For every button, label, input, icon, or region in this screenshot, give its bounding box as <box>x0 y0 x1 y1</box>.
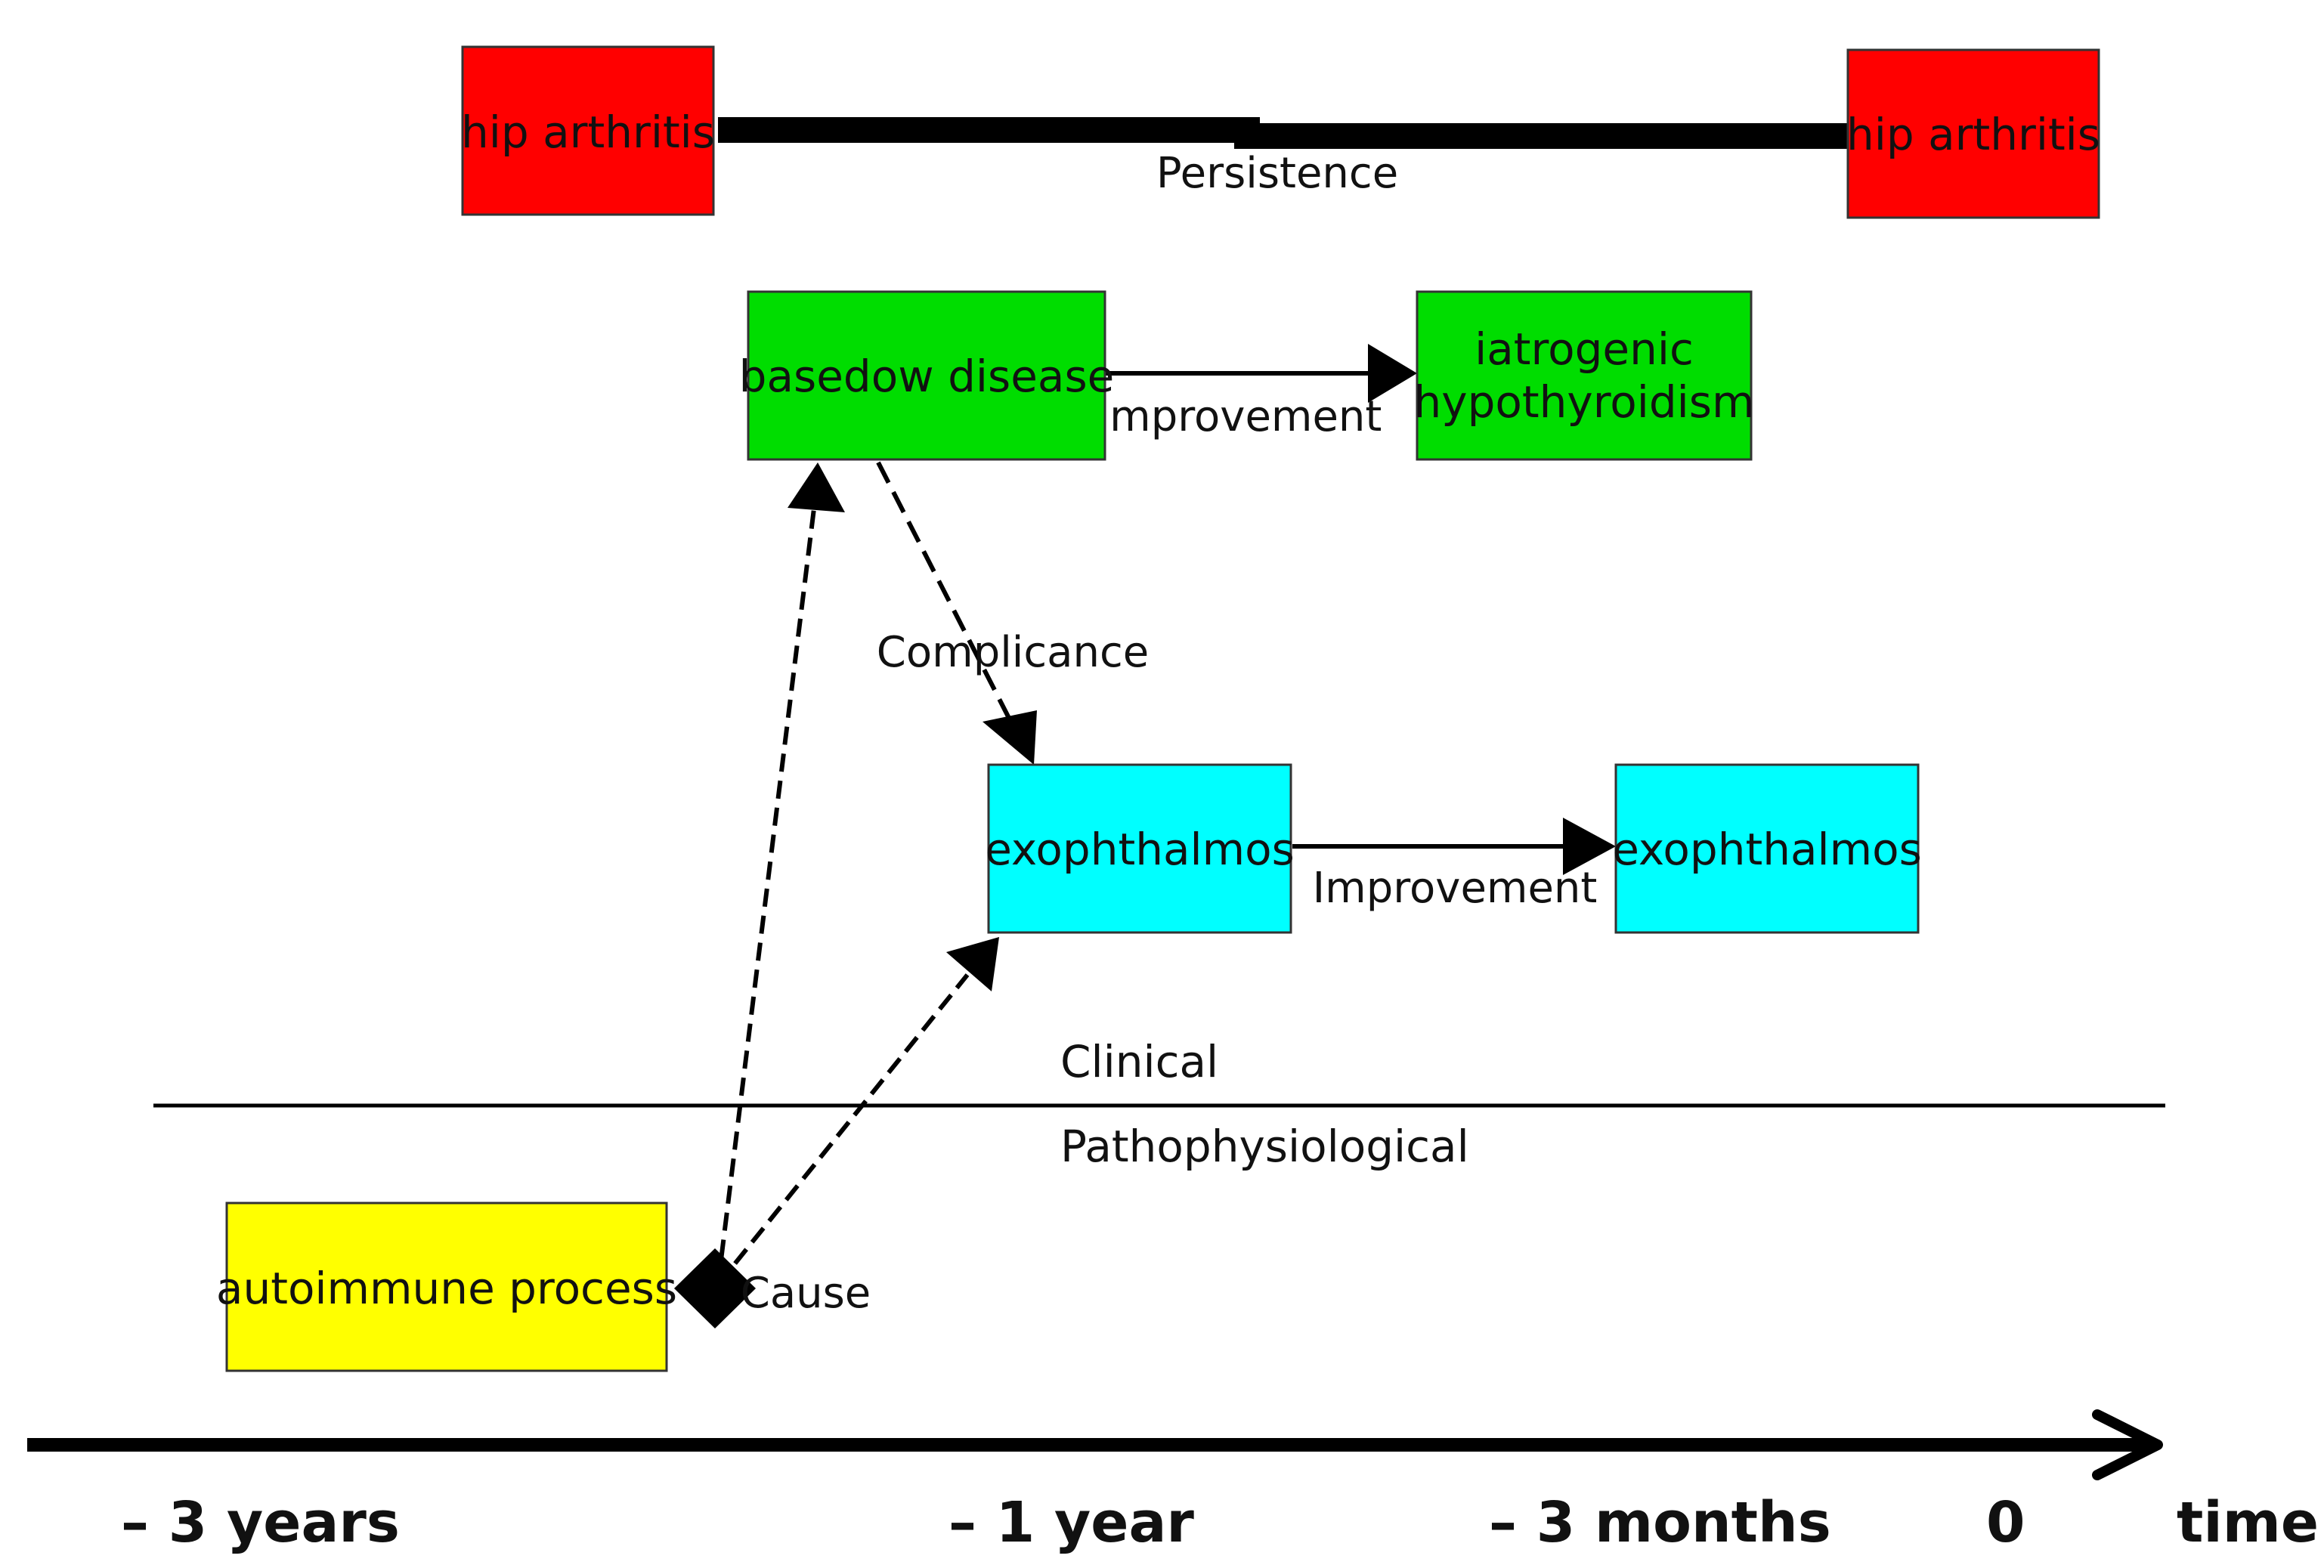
improvement-edge-basedow <box>1105 344 1417 403</box>
cause-label: Cause <box>741 1269 871 1318</box>
time-tick-minus-3-months: – 3 months <box>1489 1490 1831 1555</box>
time-tick-minus-3-years: – 3 years <box>121 1490 400 1555</box>
basedow-disease-box <box>747 290 1106 461</box>
time-tick-minus-1-year: – 1 year <box>948 1490 1194 1555</box>
cause-diamond-icon <box>674 1248 756 1328</box>
hip-arthritis-start-label: hip arthritis <box>461 107 715 158</box>
iatrogenic-hypothyroidism-line2: hypothyroidism <box>1413 376 1754 428</box>
improvement-basedow-label: Improvement <box>1097 392 1382 441</box>
time-axis-label: time <box>2177 1490 2319 1555</box>
improvement-exophthalmos-label: Improvement <box>1313 864 1598 913</box>
iatrogenic-hypothyroidism-line1: iatrogenic <box>1475 323 1694 375</box>
clinical-layer-label: Clinical <box>1060 1036 1218 1087</box>
basedow-disease-label: basedow disease <box>739 351 1115 402</box>
time-tick-zero: 0 <box>1986 1490 2025 1555</box>
time-axis-arrowhead-icon <box>2092 1409 2163 1480</box>
complicance-label: Complicance <box>877 628 1149 677</box>
hip-arthritis-end-label: hip arthritis <box>1846 109 2100 160</box>
hip-arthritis-end-box <box>1846 48 2100 219</box>
iatrogenic-hypothyroidism-box <box>1416 290 1753 461</box>
persistence-edge <box>718 117 1848 149</box>
autoimmune-process-label: autoimmune process <box>216 1263 677 1314</box>
hip-arthritis-start-box <box>461 45 715 216</box>
exophthalmos-start-label: exophthalmos <box>985 824 1295 875</box>
exophthalmos-end-label: exophthalmos <box>1612 824 1922 875</box>
time-axis <box>27 1409 2163 1480</box>
cause-edge-to-exophthalmos <box>716 937 999 1286</box>
complicance-edge <box>876 461 1037 765</box>
pathophysiological-layer-label: Pathophysiological <box>1060 1121 1469 1172</box>
exophthalmos-start-box <box>987 763 1292 934</box>
autoimmune-process-box <box>225 1202 668 1372</box>
exophthalmos-end-box <box>1614 763 1920 934</box>
improvement-edge-exophthalmos <box>1292 818 1616 875</box>
cause-edge-to-basedow <box>716 462 845 1285</box>
persistence-label: Persistence <box>1156 149 1398 198</box>
